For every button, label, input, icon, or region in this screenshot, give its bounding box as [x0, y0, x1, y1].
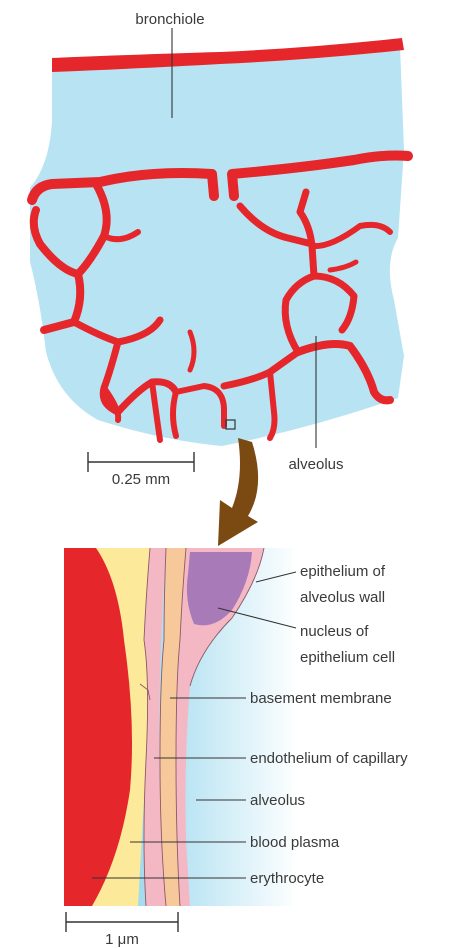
curved-arrow-icon: [218, 438, 258, 546]
label-epithelium-1: epithelium of: [300, 563, 386, 580]
label-bronchiole: bronchiole: [135, 11, 204, 28]
label-scale-top: 0.25 mm: [112, 471, 170, 488]
label-erythrocyte: erythrocyte: [250, 870, 324, 887]
label-plasma: blood plasma: [250, 834, 340, 851]
label-endothelium: endothelium of capillary: [250, 750, 408, 767]
label-epithelium-2: alveolus wall: [300, 589, 385, 606]
label-scale-bottom: 1 μm: [105, 931, 139, 948]
label-alveolus-top: alveolus: [288, 456, 343, 473]
scale-bar-top: 0.25 mm: [88, 452, 194, 488]
lung-section: bronchiole alveolus 0.25 mm: [30, 11, 408, 488]
zoomed-section: epithelium of alveolus wall nucleus of e…: [64, 548, 408, 948]
label-nucleus-1: nucleus of: [300, 623, 369, 640]
scale-bar-bottom: 1 μm: [66, 912, 178, 948]
label-basement: basement membrane: [250, 690, 392, 707]
label-nucleus-2: epithelium cell: [300, 649, 395, 666]
label-alveolus-bottom: alveolus: [250, 792, 305, 809]
alveolar-space: [30, 46, 404, 446]
